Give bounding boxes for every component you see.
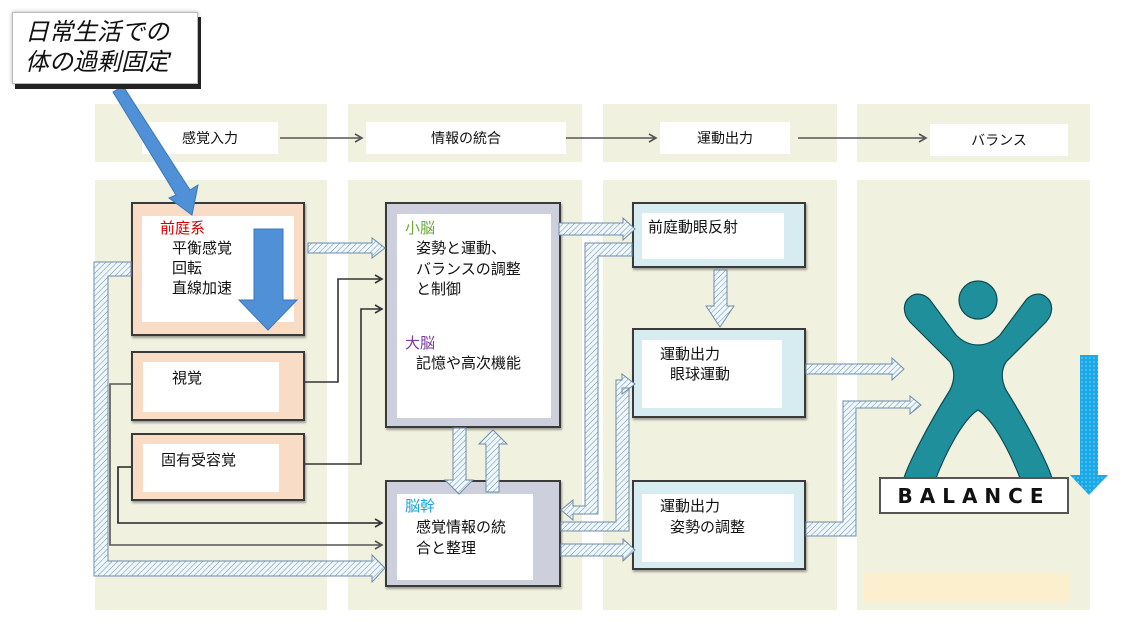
hatched-arrow-vor-to-brainstem — [560, 242, 633, 522]
cerebrum-line-1: 記憶や高次機能 — [416, 354, 522, 372]
line-vision-to-brain — [305, 274, 384, 383]
hatched-arrow-brainstem-to-posture — [560, 537, 636, 563]
hatched-arrow-brain-to-vor — [558, 216, 636, 242]
hatched-arrow-brainstem-to-eye — [560, 372, 636, 532]
callout-line-2: 体の過剰固定 — [25, 48, 169, 76]
vor-box — [632, 202, 806, 268]
brainstem-title: 脳幹 — [405, 497, 436, 515]
hatched-arrow-brainstem-to-brain — [477, 429, 509, 493]
balance-down-arrow — [1070, 355, 1108, 495]
vestibular-down-arrow — [237, 228, 299, 331]
hatched-arrow-vor-to-eye — [705, 269, 735, 328]
balance-label-plate: BALANCE — [879, 477, 1069, 514]
cerebellum-line-1: 姿勢と運動、 — [416, 239, 507, 257]
fixation-diagonal-arrow — [112, 85, 199, 216]
stage-label-balance: バランス — [930, 124, 1068, 156]
vestibular-item-equilibrium: 平衡感覚 — [172, 239, 233, 257]
posture-line-1: 運動出力 — [660, 497, 721, 515]
posture-line-2: 姿勢の調整 — [670, 518, 746, 536]
stage-label-sensory-input: 感覚入力 — [142, 122, 278, 154]
line-proprioception-to-brainstem — [117, 466, 384, 528]
line-proprioception-to-brain — [305, 304, 384, 465]
hatched-arrow-eye-to-balance — [805, 356, 905, 382]
hatched-arrow-posture-to-balance — [805, 394, 922, 537]
callout-line-1: 日常生活での — [25, 18, 169, 46]
cerebellum-title: 小脳 — [405, 219, 436, 237]
proprioception-title: 固有受容覚 — [161, 451, 237, 469]
vestibular-title: 前庭系 — [160, 219, 206, 237]
cerebrum-title: 大脳 — [405, 334, 436, 352]
balance-figure-icon — [903, 280, 1053, 479]
stage-label-motor-output: 運動出力 — [660, 122, 790, 154]
vision-box — [131, 351, 305, 421]
brainstem-box — [385, 480, 561, 587]
vor-title: 前庭動眼反射 — [648, 218, 739, 236]
vestibular-item-rotation: 回転 — [172, 259, 203, 277]
eye-movement-line-1: 運動出力 — [660, 345, 721, 363]
brain-box — [385, 202, 561, 428]
cerebellum-line-3: と制御 — [416, 280, 462, 298]
eye-movement-line-2: 眼球運動 — [670, 365, 731, 383]
eye-movement-box — [632, 328, 806, 418]
hatched-arrow-brain-to-brainstem — [443, 427, 475, 495]
stage-label-integration: 情報の統合 — [366, 122, 566, 154]
line-vision-to-brainstem — [109, 383, 384, 550]
posture-box — [632, 480, 806, 570]
fixation-callout: 日常生活での 体の過剰固定 — [12, 12, 198, 84]
cerebellum-line-2: バランスの調整 — [416, 260, 521, 278]
vestibular-item-linear-accel: 直線加速 — [172, 279, 233, 297]
brainstem-line-1: 感覚情報の統 — [416, 518, 507, 536]
hatched-arrow-vestibular-to-brainstem — [93, 261, 386, 584]
brainstem-line-2: 合と整理 — [416, 539, 477, 557]
proprioception-box — [131, 433, 305, 501]
hatched-arrow-vestibular-to-brain — [307, 236, 386, 260]
vision-title: 視覚 — [172, 369, 203, 387]
balance-footer-bar — [863, 573, 1069, 602]
